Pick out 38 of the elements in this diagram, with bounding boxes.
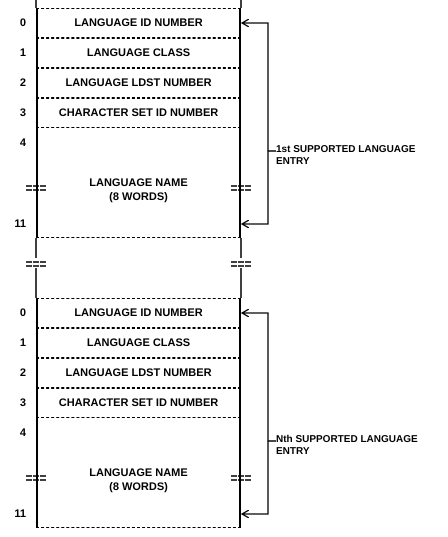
field-label: LANGUAGE CLASS — [86, 336, 190, 350]
field-label: (8 WORDS) — [109, 190, 168, 204]
entry-label: Nth SUPPORTED LANGUAGE ENTRY — [276, 434, 419, 458]
field-label: LANGUAGE CLASS — [86, 46, 190, 60]
row-number: 3 — [18, 106, 26, 120]
table-field — [36, 8, 241, 38]
row-number: 4 — [18, 426, 26, 440]
field-label: LANGUAGE NAME — [89, 466, 188, 480]
table-field — [36, 388, 241, 418]
field-label: LANGUAGE LDST NUMBER — [65, 76, 212, 90]
row-number: 3 — [18, 396, 26, 410]
row-number: 2 — [18, 76, 26, 90]
row-number: 0 — [18, 16, 26, 30]
table-field — [36, 68, 241, 98]
row-number: 0 — [18, 306, 26, 320]
arrow — [241, 440, 276, 519]
table-field — [36, 298, 241, 328]
field-label: LANGUAGE ID NUMBER — [74, 306, 203, 320]
row-number: 4 — [18, 136, 26, 150]
field-label: (8 WORDS) — [109, 480, 168, 494]
field-label: CHARACTER SET ID NUMBER — [58, 396, 218, 410]
table-field — [36, 358, 241, 388]
field-label: CHARACTER SET ID NUMBER — [58, 106, 218, 120]
field-label: LANGUAGE LDST NUMBER — [65, 366, 212, 380]
row-number: 1 — [18, 336, 26, 350]
row-number: 11 — [13, 507, 26, 521]
table-field — [36, 38, 241, 68]
row-number: 1 — [18, 46, 26, 60]
arrow — [241, 150, 276, 229]
table-field — [36, 418, 241, 528]
field-label: LANGUAGE NAME — [89, 176, 188, 190]
field-label: LANGUAGE ID NUMBER — [74, 16, 203, 30]
entry-label: 1st SUPPORTED LANGUAGE ENTRY — [276, 144, 416, 168]
row-number: 11 — [13, 217, 26, 231]
row-number: 2 — [18, 366, 26, 380]
table-field — [36, 98, 241, 128]
table-field — [36, 328, 241, 358]
table-field — [36, 128, 241, 238]
